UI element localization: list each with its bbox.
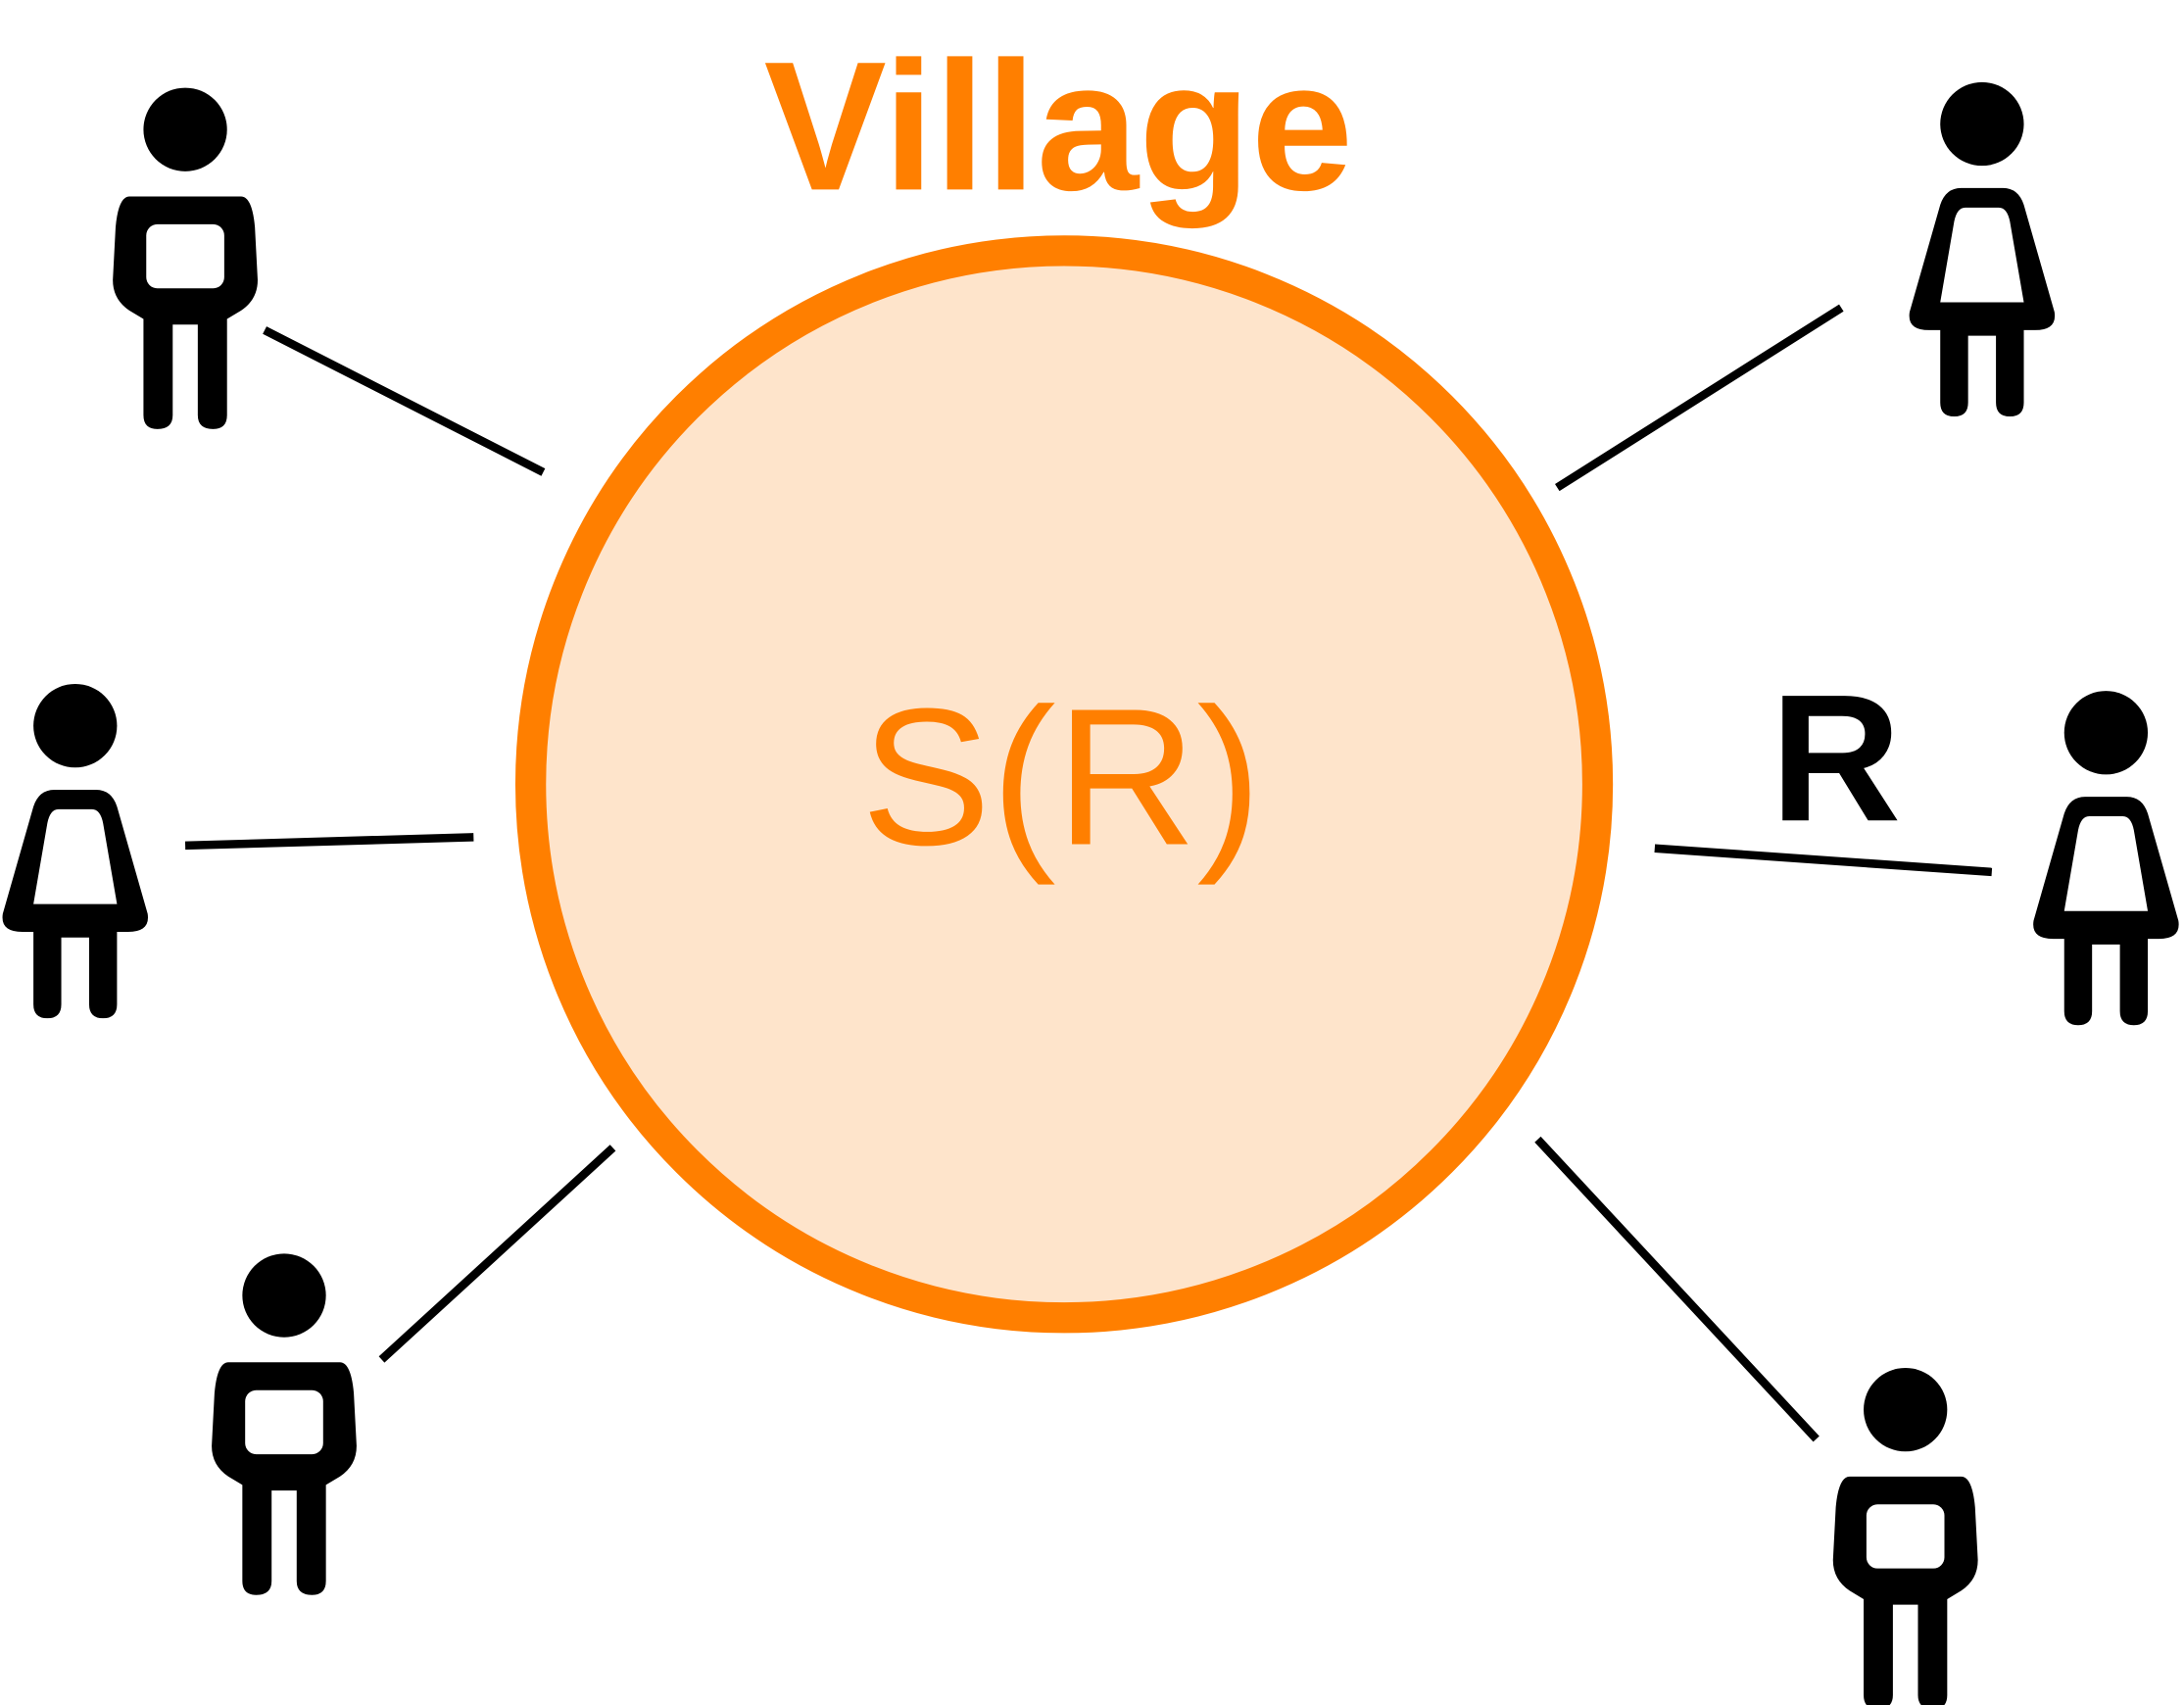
person-female-icon [2, 683, 149, 1019]
connection-line [1654, 844, 1993, 877]
person-female-icon [1909, 81, 2056, 417]
person-male-icon [113, 87, 258, 429]
center-label: S(R) [861, 668, 1262, 886]
village-circle [514, 235, 1614, 1334]
connection-line [378, 1145, 616, 1363]
person-male-icon [1832, 1367, 1978, 1705]
person-male-icon [212, 1253, 357, 1595]
person-female-icon [2033, 691, 2179, 1026]
title: Village [764, 23, 1353, 228]
connection-line [1555, 304, 1844, 492]
connection-line [263, 326, 546, 476]
connection-line [184, 833, 474, 851]
connection-lines [184, 304, 1993, 1442]
relation-label: R [1771, 658, 1901, 859]
connection-line [1534, 1136, 1820, 1442]
